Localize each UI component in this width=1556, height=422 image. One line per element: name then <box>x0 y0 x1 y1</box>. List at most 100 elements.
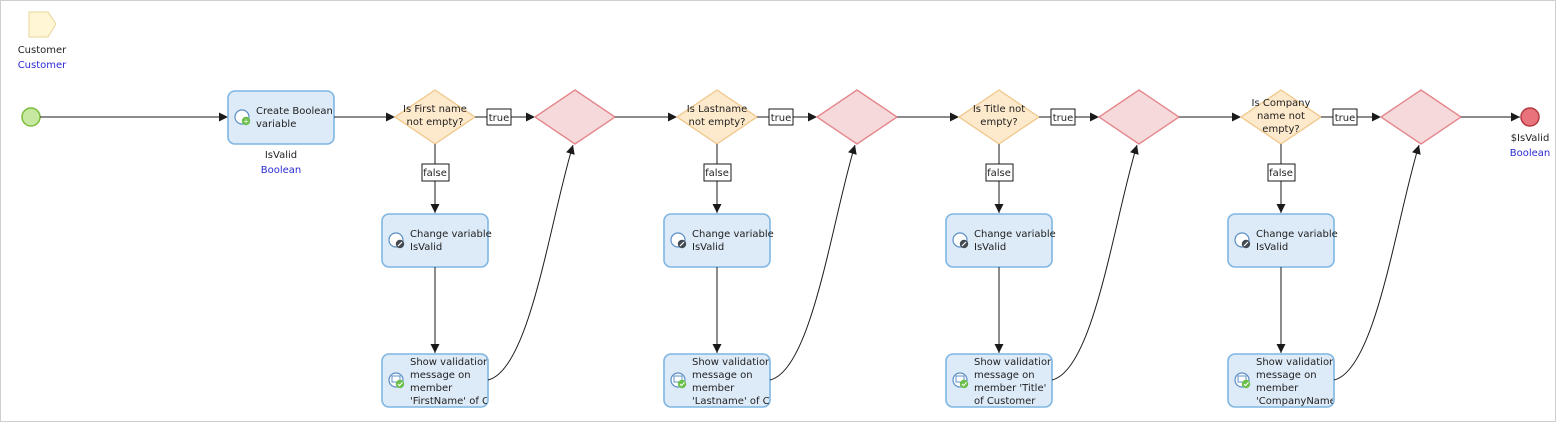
show-label: Show validation <box>974 357 1053 368</box>
false-label-text: false <box>423 168 447 179</box>
change-label: IsValid <box>974 242 1006 253</box>
end-return-value: $IsValid <box>1511 133 1550 144</box>
validation-message-icon <box>1234 372 1251 389</box>
parameter-icon <box>28 11 57 38</box>
change-label: Change variable <box>410 229 492 240</box>
decision-label: Is First name <box>403 104 467 115</box>
show-label: 'Lastname' of Cu <box>692 396 776 407</box>
variable-type: Boolean <box>261 165 302 176</box>
show-label: member <box>1256 383 1299 394</box>
svg-text:+: + <box>243 118 249 126</box>
show-label: 'CompanyName <box>1256 396 1336 407</box>
show-validation-activity[interactable]: Show validation message on member 'CompanyN… <box>1227 353 1336 408</box>
change-variable-icon <box>670 232 687 249</box>
show-label: message on <box>410 370 471 381</box>
decision-label: not empty? <box>407 117 464 128</box>
merge[interactable] <box>533 89 617 145</box>
decision-label: Is Lastname <box>687 104 748 115</box>
show-validation-activity[interactable]: Show validation message on member 'FirstNam… <box>381 353 489 408</box>
true-label-text: true <box>1053 113 1074 124</box>
decision[interactable]: Is Lastname not empty? <box>675 89 759 145</box>
show-validation-activity[interactable]: Show validation message on member 'Title' o… <box>945 353 1053 408</box>
flow-show-to-merge <box>1051 144 1139 381</box>
validation-message-icon <box>388 372 405 389</box>
decision[interactable]: Is Company name not empty? <box>1239 89 1323 145</box>
create-line1: Create Boolean <box>256 106 333 117</box>
false-label: false <box>421 163 450 182</box>
show-text: Show validation message on member 'CompanyN… <box>1256 357 1336 407</box>
show-label: of Customer <box>974 396 1036 407</box>
true-label: true <box>486 108 512 126</box>
show-label: 'FirstName' of C <box>410 396 489 407</box>
end-return-type: Boolean <box>1510 148 1551 159</box>
change-label: IsValid <box>1256 242 1288 253</box>
true-label: true <box>1050 108 1076 126</box>
false-label: false <box>1267 163 1296 182</box>
variable-name: IsValid <box>265 150 297 161</box>
change-label: Change variable <box>1256 229 1338 240</box>
flow-show-to-merge <box>1333 144 1421 381</box>
create-variable-icon: + <box>234 109 251 126</box>
show-label: member <box>692 383 735 394</box>
validation-message-icon <box>670 372 687 389</box>
false-label: false <box>703 163 732 182</box>
parameter[interactable]: Customer Customer <box>18 11 67 71</box>
flow-show-to-merge <box>487 144 575 381</box>
show-label: Show validation <box>410 357 489 368</box>
show-label: message on <box>974 370 1035 381</box>
decision-label: not empty? <box>689 117 746 128</box>
show-text: Show validation message on member 'Title' o… <box>974 357 1053 407</box>
start-event[interactable] <box>21 107 41 127</box>
change-label: IsValid <box>692 242 724 253</box>
decision-label: name not <box>1257 111 1305 122</box>
change-variable-icon <box>388 232 405 249</box>
end-event[interactable] <box>1520 107 1540 127</box>
false-label: false <box>985 163 1014 182</box>
change-variable-icon <box>1234 232 1251 249</box>
decision[interactable]: Is Title not empty? <box>957 89 1041 145</box>
parameter-type: Customer <box>18 60 67 71</box>
true-label-text: true <box>771 113 792 124</box>
create-line2: variable <box>256 119 296 130</box>
change-label: Change variable <box>974 229 1056 240</box>
show-label: member 'Title' <box>974 383 1046 394</box>
true-label-text: true <box>1335 113 1356 124</box>
change-label: Change variable <box>692 229 774 240</box>
merge[interactable] <box>815 89 899 145</box>
change-variable-icon <box>952 232 969 249</box>
decision-label: empty? <box>980 117 1017 128</box>
change-label: IsValid <box>410 242 442 253</box>
show-label: Show validation <box>1256 357 1335 368</box>
flow-show-to-merge <box>769 144 857 381</box>
show-label: member <box>410 383 453 394</box>
decision-label: Is Title not <box>973 104 1025 115</box>
false-label-text: false <box>987 168 1011 179</box>
parameter-name: Customer <box>18 45 67 56</box>
decision-label: Is Company <box>1252 98 1311 109</box>
false-label-text: false <box>1269 168 1293 179</box>
show-label: Show validation <box>692 357 771 368</box>
merge[interactable] <box>1097 89 1181 145</box>
create-variable-activity[interactable]: + Create Boolean variable <box>227 90 335 145</box>
validation-message-icon <box>952 372 969 389</box>
show-label: message on <box>1256 370 1317 381</box>
false-label-text: false <box>705 168 729 179</box>
true-label-text: true <box>489 113 510 124</box>
decision[interactable]: Is First name not empty? <box>393 89 477 145</box>
true-label: true <box>768 108 794 126</box>
decision-label: empty? <box>1262 124 1299 135</box>
show-text: Show validation message on member 'FirstNam… <box>410 357 489 407</box>
merge[interactable] <box>1379 89 1463 145</box>
check-group: Is Company name not empty? true falseChange … <box>1227 89 1520 408</box>
